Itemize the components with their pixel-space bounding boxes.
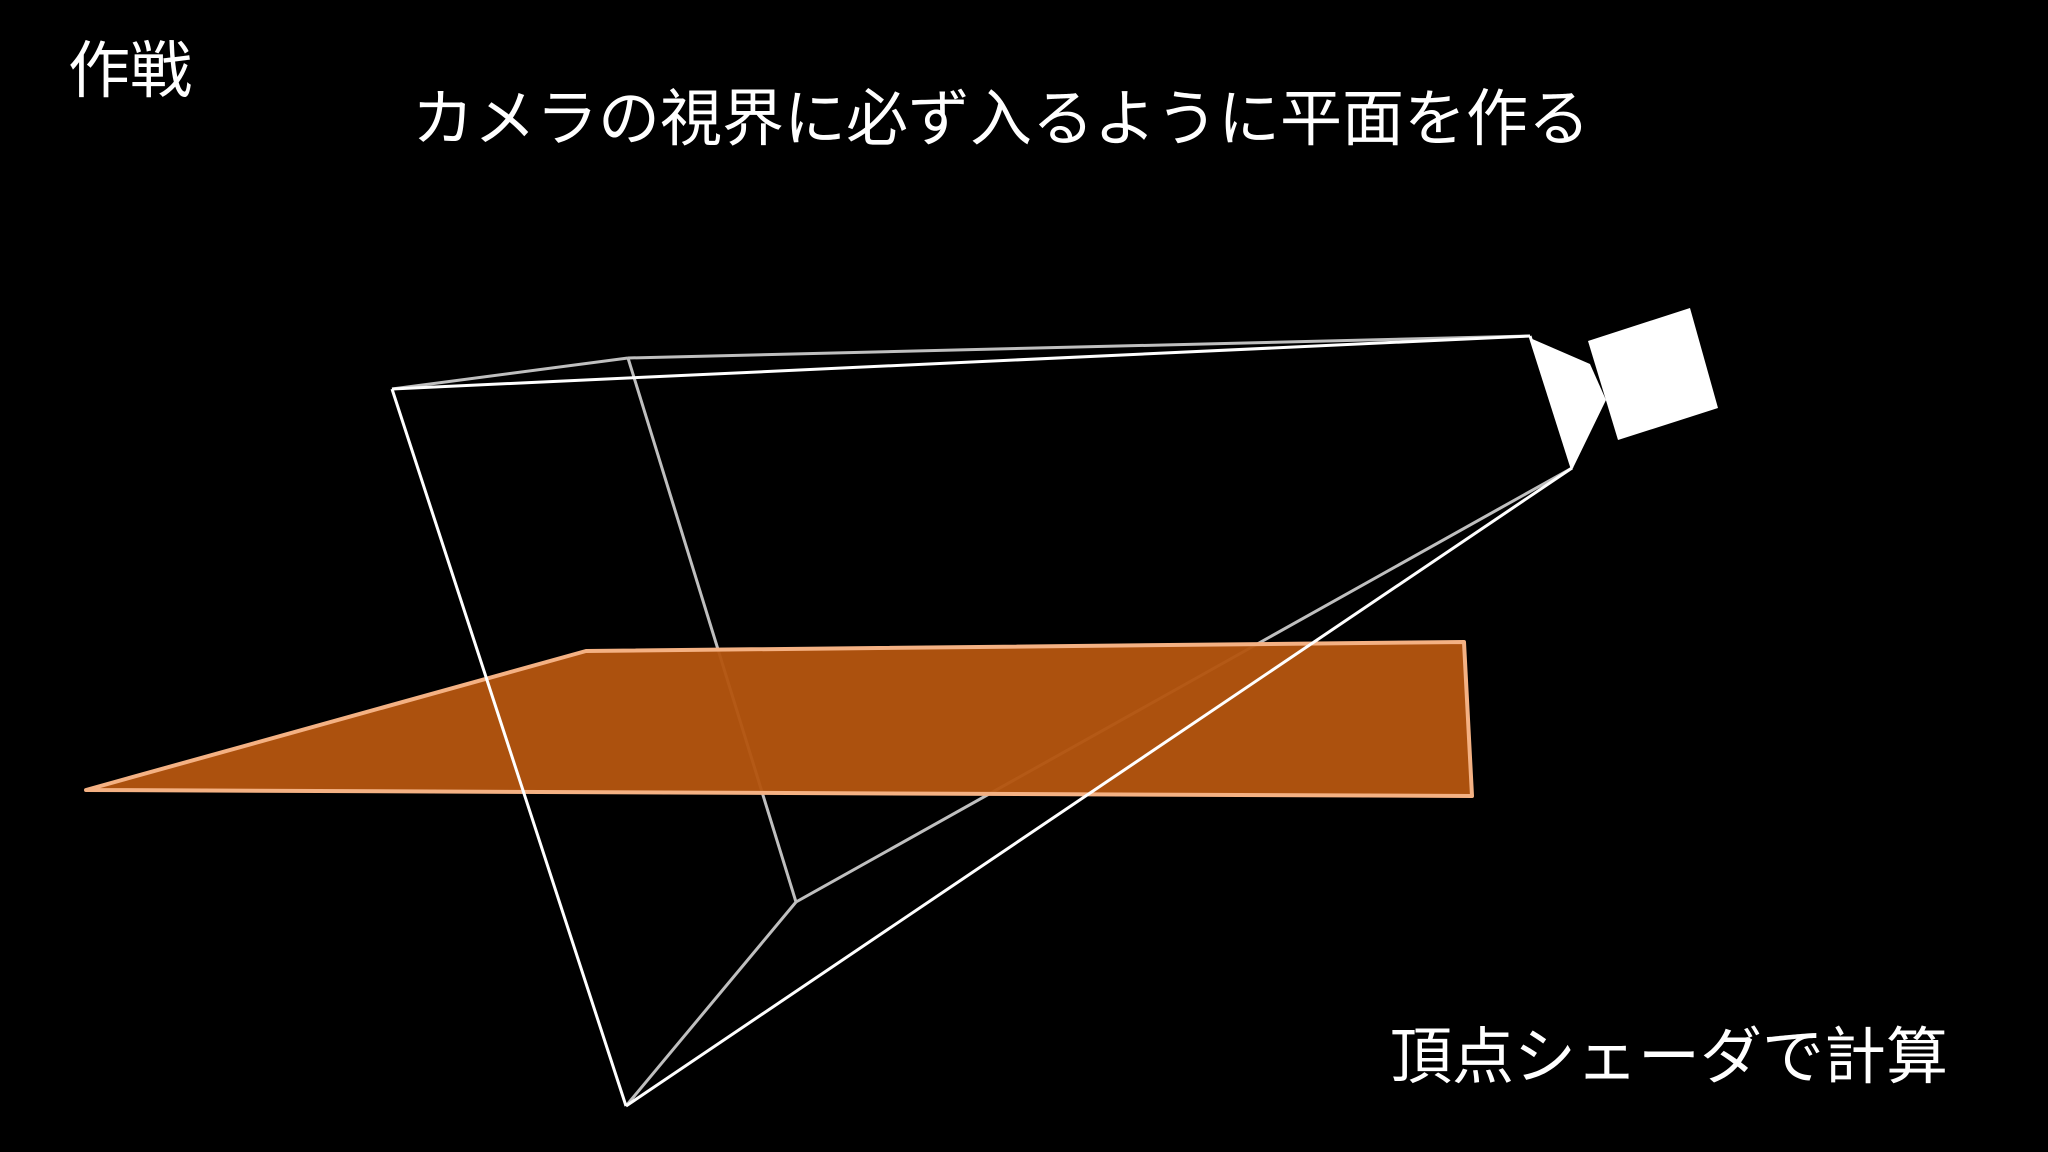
corner-label: 作戦 bbox=[68, 34, 193, 107]
near-plane-quad bbox=[84, 640, 1474, 798]
camera-lens bbox=[1530, 338, 1606, 470]
frustum-edge-front-vertical bbox=[390, 388, 628, 1107]
frustum-front-edges bbox=[390, 334, 1574, 1108]
frustum-ray-back-top bbox=[627, 334, 1531, 360]
frustum-ray-front-bottom bbox=[625, 466, 1573, 1108]
slide-headline: カメラの視界に必ず入るように平面を作る bbox=[412, 82, 1591, 155]
camera-body bbox=[1588, 308, 1718, 440]
frustum-edge-back-bottom bbox=[624, 901, 798, 1107]
slide-footnote: 頂点シェーダで計算 bbox=[1390, 1020, 1949, 1093]
video-camera-icon bbox=[1530, 308, 1718, 470]
frustum-edge-back-vertical bbox=[626, 357, 798, 903]
frustum-ray-front-top bbox=[391, 334, 1531, 391]
frustum-edge-top-back bbox=[391, 356, 629, 391]
